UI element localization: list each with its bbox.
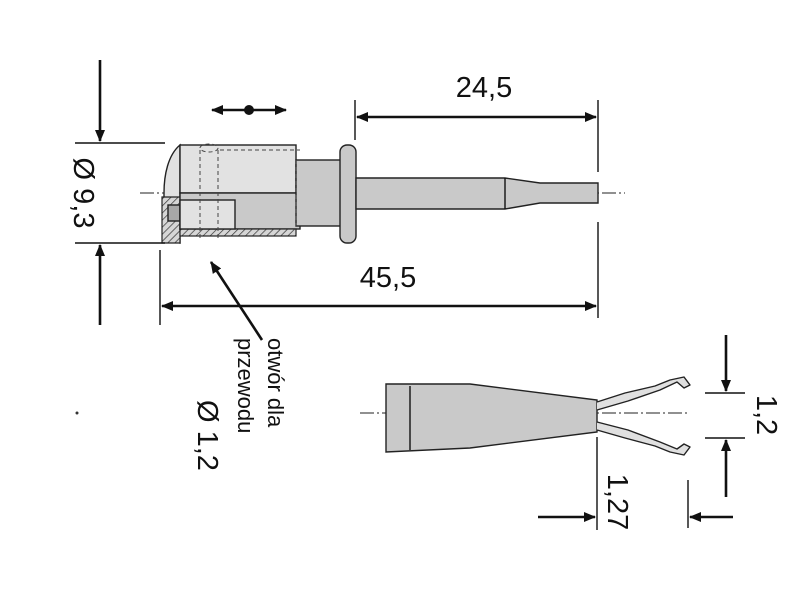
diameter-label: Ø 9,3 [67,158,99,229]
wire-hole-leader [209,261,264,341]
rear-cap-insert [167,204,181,222]
housing-upper [179,144,297,194]
tip-length-label: 24,5 [456,72,512,104]
tip-shaft [355,177,599,210]
wire-hole-note-line3: Ø 1,2 [191,400,223,471]
dimension-jaw-opening: 1,2 [705,335,782,497]
inner-slot [179,199,236,230]
tip-detail-view [360,376,691,456]
plunger [295,159,345,227]
stray-dot [75,411,79,415]
wire-hole-note-line1: otwór dla [263,338,288,428]
wire-hole-hidden-top [199,143,219,153]
dimension-body-diameter: Ø 9,3 [67,60,165,325]
detail-tip-body [385,383,598,453]
wire-hole-annotation: otwór dla przewodu Ø 1,2 [191,261,288,471]
movement-arrow [211,105,287,115]
probe-side-view [140,143,625,244]
movement-arrow-dot [244,105,254,115]
dimension-tip-length: 24,5 [354,72,599,172]
jaw-pitch-label: 1,27 [601,474,633,530]
dimension-total-length: 45,5 [159,222,599,325]
jaw-opening-label: 1,2 [750,395,782,435]
dimension-jaw-pitch: 1,27 [538,437,733,530]
total-length-label: 45,5 [360,262,416,294]
collar-flange [339,144,357,244]
upper-jaw [596,376,691,411]
lower-jaw [596,421,691,456]
housing-bottom-section [179,228,297,237]
wire-hole-note-line2: przewodu [233,338,258,433]
